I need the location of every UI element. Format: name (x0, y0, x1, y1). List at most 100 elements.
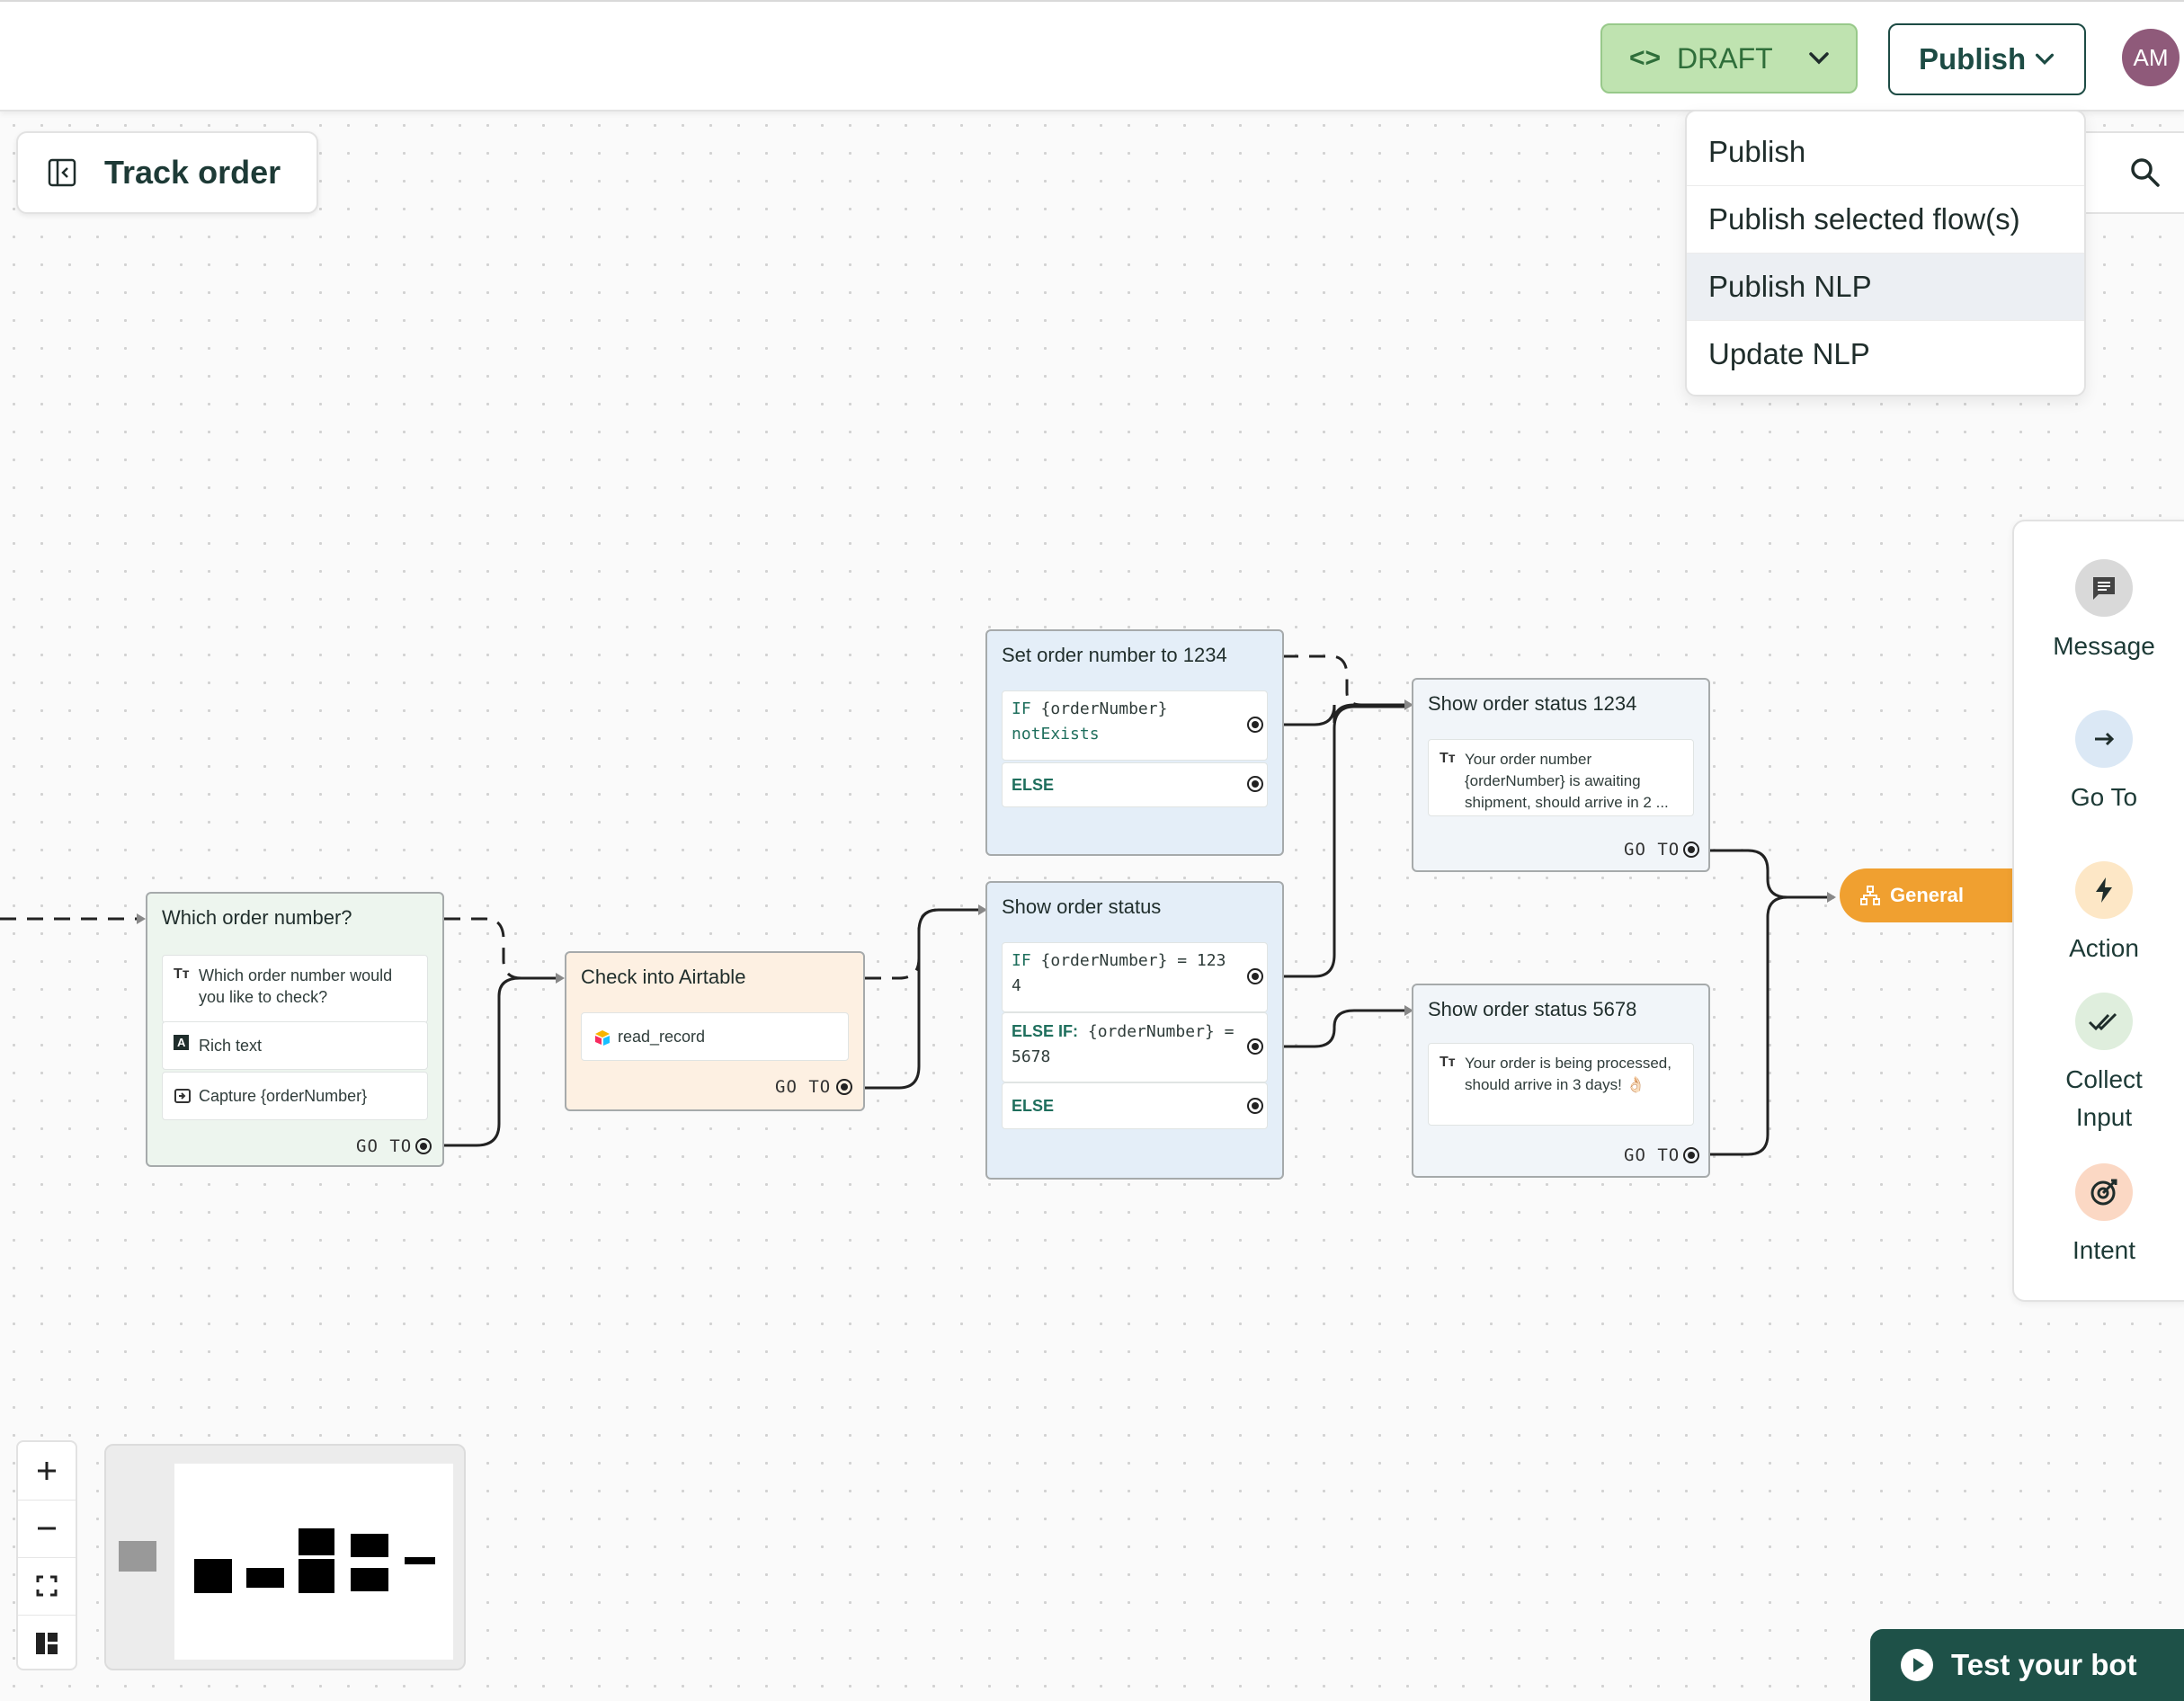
publish-label: Publish (1919, 42, 2027, 76)
text-type-icon: Tт (174, 966, 190, 982)
node-set-order-number[interactable]: Set order number to 1234 IF {orderNumber… (985, 629, 1284, 856)
condition-port[interactable] (1247, 776, 1263, 792)
publish-menu: Publish Publish selected flow(s) Publish… (1685, 110, 2086, 396)
condition-else-if[interactable]: ELSE IF: {orderNumber} = 5678 (1002, 1012, 1268, 1082)
message-icon (2075, 559, 2133, 617)
node-title: Show order status 1234 (1428, 692, 1637, 715)
condition-text: IF {orderNumber} = 123 4 (1012, 951, 1226, 995)
message-block[interactable]: Tт Which order number would you like to … (162, 955, 428, 1023)
else-label: ELSE (1012, 776, 1055, 794)
test-your-bot-button[interactable]: Test your bot (1870, 1629, 2184, 1701)
condition-else[interactable]: ELSE (1002, 762, 1268, 807)
palette-item-intent[interactable]: Intent (2014, 1163, 2184, 1269)
minimap[interactable] (104, 1444, 466, 1670)
message-block[interactable]: Tт Your order is being processed, should… (1428, 1043, 1694, 1126)
palette-label: Go To (2070, 783, 2138, 811)
goto-port[interactable] (415, 1138, 432, 1154)
publish-button[interactable]: Publish (1888, 23, 2086, 95)
minus-icon (38, 1527, 56, 1530)
node-show-order-status[interactable]: Show order status IF {orderNumber} = 123… (985, 881, 1284, 1180)
capture-icon (174, 1089, 191, 1103)
message-text: Your order is being processed, should ar… (1465, 1055, 1671, 1093)
minimap-node (351, 1534, 388, 1557)
node-title: Set order number to 1234 (1002, 644, 1227, 666)
rich-text-icon: A (174, 1035, 190, 1050)
plus-icon (38, 1462, 56, 1480)
palette-label: Intent (2072, 1236, 2136, 1264)
draft-label: DRAFT (1677, 41, 1773, 75)
menu-item-update-nlp[interactable]: Update NLP (1708, 337, 1870, 370)
condition-text: ELSE IF: {orderNumber} = 5678 (1012, 1022, 1235, 1066)
condition-port[interactable] (1247, 1038, 1263, 1055)
node-title: Show order status (1002, 895, 1162, 918)
goto-port[interactable] (836, 1079, 852, 1095)
minimap-node (299, 1559, 334, 1593)
else-label: ELSE (1012, 1097, 1055, 1115)
search-button[interactable] (2068, 131, 2184, 214)
condition-port[interactable] (1247, 1098, 1263, 1114)
message-text: Which order number would you like to che… (199, 966, 393, 1006)
fit-view-icon (36, 1575, 58, 1597)
airtable-icon (595, 1030, 610, 1046)
minimap-node (299, 1528, 334, 1555)
node-title: Show order status 5678 (1428, 998, 1637, 1020)
message-block[interactable]: Tт Your order number {orderNumber} is aw… (1428, 739, 1694, 816)
play-icon (1901, 1649, 1933, 1681)
chevron-down-icon (2035, 53, 2055, 66)
node-show-order-status-1234[interactable]: Show order status 1234 Tт Your order num… (1412, 678, 1710, 872)
minimap-node (194, 1559, 232, 1593)
goto-port[interactable] (1683, 842, 1699, 858)
flow-title: Track order (104, 154, 281, 191)
node-which-order-number[interactable]: Which order number? Tт Which order numbe… (146, 892, 444, 1167)
text-type-icon: Tт (1440, 751, 1456, 766)
minimap-canvas (174, 1464, 453, 1660)
minimap-node (351, 1568, 388, 1591)
rich-text-block[interactable]: A Rich text (162, 1021, 428, 1070)
palette-item-action[interactable]: Action (2014, 861, 2184, 967)
test-your-bot-label: Test your bot (1951, 1648, 2137, 1681)
node-title: Check into Airtable (581, 966, 746, 988)
layout-button[interactable] (18, 1615, 76, 1672)
general-intent-node[interactable]: General (1840, 868, 2019, 922)
capture-block[interactable]: Capture {orderNumber} (162, 1072, 428, 1120)
arrow-right-icon (2075, 710, 2133, 768)
menu-item-publish-nlp[interactable]: Publish NLP (1687, 254, 2084, 321)
zoom-in-button[interactable] (18, 1442, 76, 1501)
goto-label: GO TO (775, 1077, 832, 1097)
node-title: Which order number? (162, 906, 352, 929)
condition-else[interactable]: ELSE (1002, 1082, 1268, 1129)
chevron-down-icon (1809, 52, 1829, 65)
search-icon (2131, 158, 2160, 187)
goto-label: GO TO (1624, 840, 1680, 859)
palette-item-message[interactable]: Message (2014, 559, 2184, 665)
zoom-controls (16, 1440, 77, 1670)
bolt-icon (2075, 861, 2133, 919)
menu-item-publish[interactable]: Publish (1687, 119, 2084, 186)
node-check-into-airtable[interactable]: Check into Airtable read_record GO TO (565, 951, 865, 1111)
general-label: General (1890, 884, 1964, 906)
minimap-node (246, 1568, 284, 1588)
condition-if[interactable]: IF {orderNumber} notExists (1002, 690, 1268, 761)
condition-if[interactable]: IF {orderNumber} = 123 4 (1002, 942, 1268, 1012)
palette-label: Message (2053, 632, 2155, 660)
avatar[interactable]: AM (2122, 29, 2180, 86)
fit-view-button[interactable] (18, 1557, 76, 1616)
node-show-order-status-5678[interactable]: Show order status 5678 Tт Your order is … (1412, 984, 1710, 1178)
action-block[interactable]: read_record (581, 1012, 849, 1061)
menu-item-publish-selected-flows[interactable]: Publish selected flow(s) (1687, 186, 2084, 254)
node-palette: Message Go To Action Collect Input Inten… (2012, 520, 2184, 1302)
message-text: Your order number {orderNumber} is await… (1465, 751, 1669, 811)
zoom-out-button[interactable] (18, 1500, 76, 1558)
palette-label: Action (2069, 934, 2139, 962)
condition-port[interactable] (1247, 717, 1263, 733)
goto-label: GO TO (356, 1136, 413, 1156)
draft-version-button[interactable]: <> DRAFT (1600, 23, 1858, 94)
double-check-icon (2075, 993, 2133, 1050)
goto-port[interactable] (1683, 1147, 1699, 1163)
sidebar-toggle-icon[interactable] (47, 157, 77, 188)
condition-text: IF {orderNumber} notExists (1012, 699, 1168, 744)
palette-item-go-to[interactable]: Go To (2014, 710, 2184, 816)
code-icon: <> (1629, 43, 1662, 73)
condition-port[interactable] (1247, 968, 1263, 984)
palette-item-collect-input[interactable]: Collect Input (2014, 993, 2184, 1136)
